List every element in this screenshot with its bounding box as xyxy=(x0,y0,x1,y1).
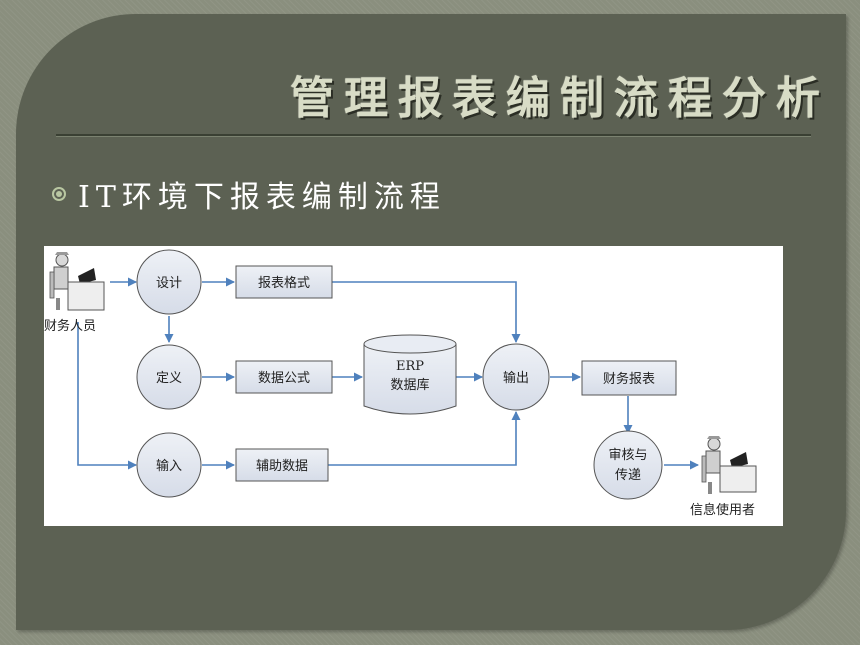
box-aux-data-label: 辅助数据 xyxy=(256,459,308,474)
bullet-circle-icon xyxy=(52,187,66,201)
box-report-format-label: 报表格式 xyxy=(258,275,310,291)
erp-database-label-2: 数据库 xyxy=(390,377,429,393)
erp-database-label-1: ERP xyxy=(396,359,424,374)
connectors xyxy=(77,277,699,470)
box-financial-report-label: 财务报表 xyxy=(603,371,655,387)
arrow-source-to-input xyxy=(77,322,137,470)
box-aux-data: 辅助数据 xyxy=(235,448,329,482)
finance-staff-label: 财务人员 xyxy=(44,318,96,334)
step-define: 定义 xyxy=(136,344,202,410)
step-input-label: 输入 xyxy=(156,458,182,474)
title-divider xyxy=(56,134,811,137)
arrow-aux-to-output xyxy=(328,411,521,466)
box-financial-report: 财务报表 xyxy=(581,360,677,396)
step-input: 输入 xyxy=(136,432,202,498)
box-data-formula: 数据公式 xyxy=(235,360,333,394)
bullet-item: IT环境下报表编制流程 xyxy=(52,172,446,216)
box-data-formula-label: 数据公式 xyxy=(258,371,310,386)
bullet-text: IT环境下报表编制流程 xyxy=(78,180,446,215)
step-output: 输出 xyxy=(482,343,550,411)
flow-diagram-svg: 财务人员 设计 定义 输入 输出 审核与 传递 报表格式 xyxy=(44,249,757,518)
step-design-label: 设计 xyxy=(156,276,182,291)
flow-diagram: 财务人员 设计 定义 输入 输出 审核与 传递 报表格式 xyxy=(44,246,783,526)
step-review: 审核与 传递 xyxy=(593,430,663,500)
info-user-label: 信息使用者 xyxy=(690,502,755,518)
step-review-label-1: 审核与 xyxy=(608,448,647,463)
arrow-format-to-output xyxy=(332,281,521,343)
step-review-label-2: 传递 xyxy=(615,468,641,483)
step-design: 设计 xyxy=(136,249,202,315)
info-user-icon xyxy=(701,436,757,494)
step-output-label: 输出 xyxy=(503,370,529,386)
finance-staff-icon xyxy=(49,252,105,311)
step-define-label: 定义 xyxy=(156,371,182,386)
erp-database: ERP 数据库 xyxy=(363,334,457,415)
box-report-format: 报表格式 xyxy=(235,265,333,299)
slide-title: 管理报表编制流程分析 xyxy=(290,73,830,124)
